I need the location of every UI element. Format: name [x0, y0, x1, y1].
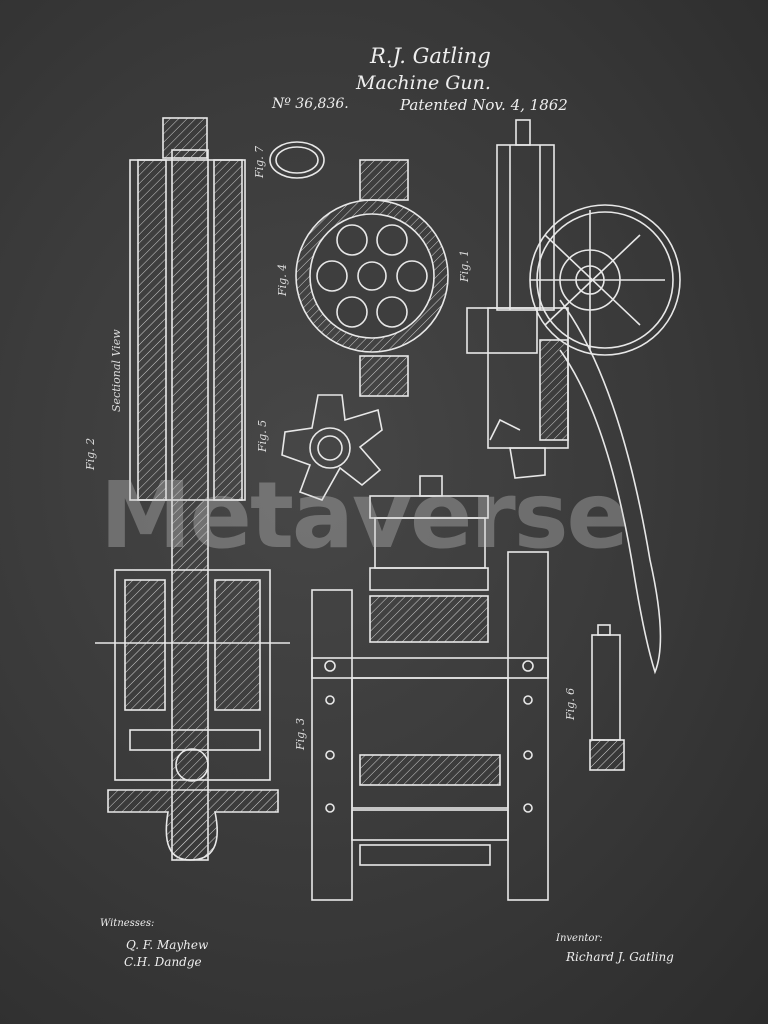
- witnesses-label: Witnesses:: [100, 918, 155, 929]
- fig5-label: Fig. 5: [256, 419, 269, 452]
- fig3-front-view: [311, 475, 549, 901]
- fig6-label: Fig. 6: [564, 687, 577, 720]
- fig1-label: Fig. 1: [458, 249, 471, 282]
- fig1-side-view: [466, 119, 681, 675]
- patent-title: R.J. Gatling: [370, 44, 491, 68]
- fig4-label: Fig. 4: [276, 263, 289, 296]
- fig7-ring: [269, 141, 325, 179]
- witness-signature-2: C.H. Dandge: [124, 955, 202, 969]
- fig5-carrier-gear: [281, 394, 383, 501]
- fig4-barrel-cluster: [295, 159, 449, 397]
- patent-subtitle: Machine Gun.: [356, 72, 491, 94]
- fig7-label: Fig. 7: [253, 145, 266, 178]
- fig2-label: Fig. 2: [84, 437, 97, 470]
- fig2-sectional-gun: [95, 117, 290, 861]
- patent-number: Nº 36,836.: [272, 96, 349, 112]
- patent-date: Patented Nov. 4, 1862: [400, 96, 568, 114]
- witness-signature-1: Q. F. Mayhew: [126, 938, 209, 952]
- watermark: Metaverse: [100, 462, 629, 569]
- inventor-label: Inventor:: [556, 933, 603, 944]
- fig3-label: Fig. 3: [294, 717, 307, 750]
- fig6-cartridge-part: [589, 624, 625, 771]
- fig2-note: Sectional View: [110, 329, 123, 412]
- inventor-signature: Richard J. Gatling: [566, 950, 674, 964]
